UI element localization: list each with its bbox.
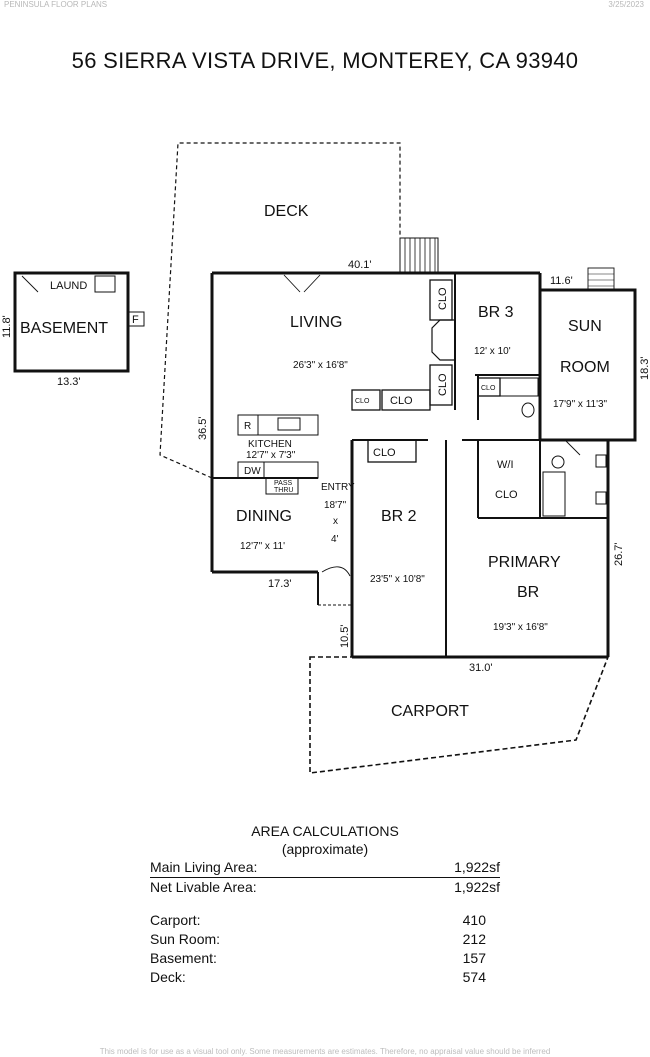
area-value: 212 — [462, 931, 486, 947]
vanity-1 — [595, 454, 607, 468]
deck-label: DECK — [264, 203, 309, 220]
toilet-hall — [521, 402, 535, 418]
area-row-main: Main Living Area: 1,922sf — [150, 858, 500, 878]
area-label: Carport: — [150, 912, 201, 928]
area-subtitle: (approximate) — [281, 841, 369, 857]
deck-stairs — [399, 237, 439, 273]
pass-thru-box — [265, 477, 299, 495]
deck-outline — [159, 142, 401, 479]
sun-room-size: 17'9" x 11'3" — [553, 399, 608, 410]
living-size: 26'3" x 16'8" — [293, 360, 348, 371]
sun-room-label-1: SUN — [568, 318, 602, 335]
area-label: Sun Room: — [150, 931, 221, 947]
area-row-net: Net Livable Area: 1,922sf — [150, 878, 500, 897]
toilet-primary — [551, 455, 565, 469]
entry-size-b: 4' — [331, 534, 339, 545]
disclaimer: This model is for use as a visual tool o… — [99, 1047, 551, 1056]
dimension-31-0: 31.0' — [469, 662, 493, 674]
br3-label: BR 3 — [478, 304, 514, 321]
dimension-10-5: 10.5' — [339, 624, 351, 648]
basement-label: BASEMENT — [20, 320, 108, 337]
dishwasher-box — [237, 461, 265, 479]
area-row-deck: Deck: 574 — [150, 968, 500, 987]
closet-label-br3-1: CLO — [437, 287, 449, 310]
refrigerator-label: R — [244, 421, 251, 432]
fireplace-symbol — [431, 319, 456, 361]
dimension-13-3: 13.3' — [57, 376, 81, 388]
area-row-basement: Basement: 157 — [150, 949, 500, 968]
sun-room-walls — [540, 288, 637, 442]
area-title: AREA CALCULATIONS — [251, 823, 399, 839]
carport-label: CARPORT — [391, 703, 469, 720]
laund-label: LAUND — [50, 280, 87, 292]
vanity-2 — [595, 491, 607, 505]
dimension-18-3: 18.3' — [639, 356, 650, 380]
dimension-36-5: 36.5' — [197, 416, 209, 440]
dimension-40-1: 40.1' — [348, 259, 372, 271]
area-label: Deck: — [150, 969, 186, 985]
dining-label: DINING — [236, 508, 292, 525]
company-name: PENINSULA FLOOR PLANS — [4, 0, 108, 9]
sun-room-steps — [587, 267, 615, 291]
refrigerator-box — [237, 414, 259, 436]
kitchen-label: KITCHEN — [248, 439, 292, 450]
area-value: 410 — [462, 912, 486, 928]
entry-door-swing — [321, 566, 351, 577]
area-row-sun-room: Sun Room: 212 — [150, 930, 500, 949]
dimension-11-6: 11.6' — [550, 275, 573, 287]
dining-size: 12'7" x 11' — [240, 541, 285, 552]
pass-thru-label-1: PASS — [274, 480, 292, 487]
furnace-box — [127, 311, 145, 327]
area-row-carport: Carport: 410 — [150, 911, 500, 930]
entry-size-a: 18'7" — [324, 500, 347, 511]
plan-date: 3/25/2023 — [608, 0, 644, 9]
br2-size: 23'5" x 10'8" — [370, 574, 425, 585]
area-value: 157 — [462, 950, 486, 966]
living-french-door — [283, 274, 321, 293]
kitchen-size: 12'7" x 7'3" — [246, 450, 296, 461]
closet-br2 — [367, 439, 417, 463]
area-value: 574 — [462, 969, 486, 985]
entry-size-x: x — [333, 516, 338, 527]
primary-label-1: PRIMARY — [488, 554, 561, 571]
laund-door — [21, 275, 39, 293]
br2-label: BR 2 — [381, 508, 417, 525]
area-label: Net Livable Area: — [150, 879, 257, 895]
floor-plan: DECK LIVING 26'3" x 16'8" BR 3 12' x 10'… — [1, 142, 650, 774]
dimension-26-7: 26.7' — [613, 542, 625, 566]
living-label: LIVING — [290, 314, 342, 331]
bathtub-hall — [499, 377, 539, 397]
closet-label-bath: CLO — [481, 385, 496, 392]
shower-primary — [542, 471, 566, 517]
primary-size: 19'3" x 16'8" — [493, 622, 548, 633]
area-calculations: AREA CALCULATIONS (approximate) Main Liv… — [150, 822, 500, 987]
dimension-17-3: 17.3' — [268, 578, 292, 590]
page-title: 56 SIERRA VISTA DRIVE, MONTEREY, CA 9394… — [71, 48, 579, 73]
wi-closet-label: CLO — [495, 489, 518, 501]
area-label: Main Living Area: — [150, 859, 258, 875]
br3-size: 12' x 10' — [474, 346, 511, 357]
area-label: Basement: — [150, 950, 217, 966]
closet-living-1 — [351, 389, 381, 411]
dishwasher-label: DW — [244, 466, 261, 477]
primary-label-2: BR — [517, 584, 539, 601]
furnace-label: F — [132, 314, 139, 326]
carport-outline — [309, 656, 610, 774]
area-value: 1,922sf — [454, 879, 500, 895]
closet-label-br2: CLO — [373, 447, 396, 459]
laundry-machine — [94, 275, 116, 293]
sun-room-label-2: ROOM — [560, 359, 610, 376]
pass-thru-label-2: THRU — [274, 487, 293, 494]
closet-br3-2 — [429, 364, 453, 406]
closet-label-living-2: CLO — [390, 395, 413, 407]
area-value: 1,922sf — [454, 859, 500, 875]
wi-label: W/I — [497, 459, 514, 471]
closet-label-living-1: CLO — [355, 398, 370, 405]
dimension-11-8: 11.8' — [1, 315, 13, 338]
primary-door-swing — [564, 439, 581, 456]
closet-label-br3-2: CLO — [437, 373, 449, 396]
entry-label: ENTRY — [321, 482, 355, 493]
kitchen-sink — [277, 417, 301, 431]
